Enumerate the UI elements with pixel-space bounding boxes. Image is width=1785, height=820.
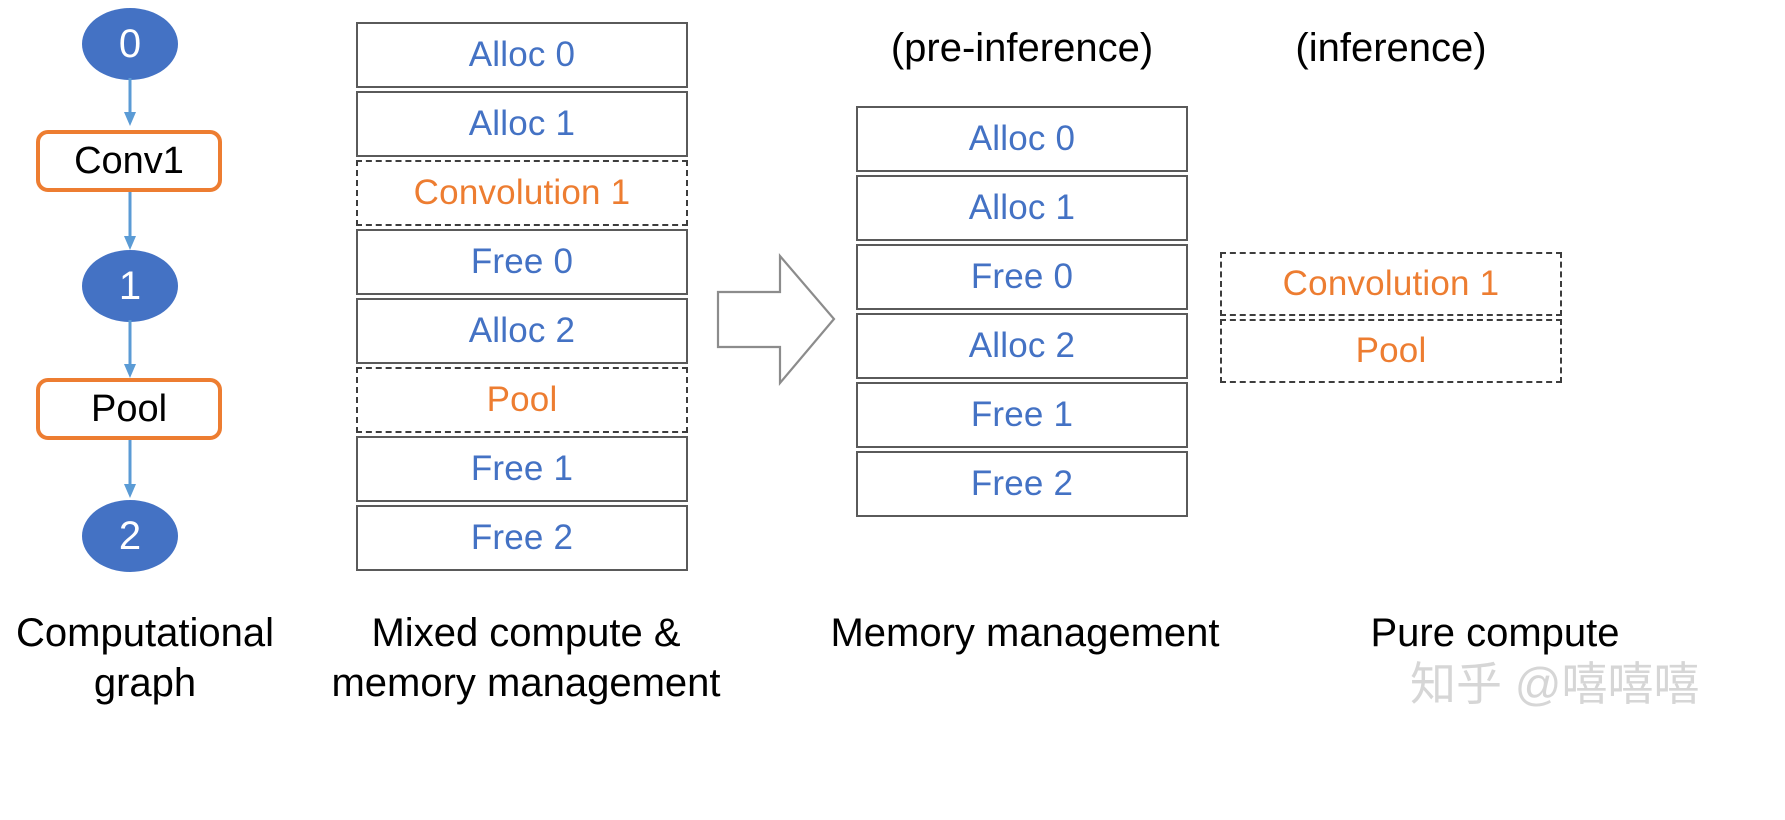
- graph-edge-1-to-pool: [122, 320, 138, 378]
- step-label: Convolution 1: [413, 173, 631, 212]
- down-arrow-icon: [124, 78, 136, 126]
- step-label: Alloc 2: [968, 326, 1076, 365]
- transform-arrow: [716, 252, 836, 387]
- step-label: Pool: [486, 380, 558, 419]
- graph-edge-pool-to-2: [122, 440, 138, 498]
- inference-heading: (inference): [1295, 26, 1487, 70]
- step-label: Free 0: [470, 242, 574, 281]
- caption-mixed-compute-memory: Mixed compute &memory management: [331, 611, 721, 705]
- step-item: Free 2: [856, 451, 1188, 517]
- step-item: Alloc 1: [856, 175, 1188, 241]
- step-item: Pool: [356, 367, 688, 433]
- step-label: Alloc 1: [968, 188, 1076, 227]
- graph-node-label: Pool: [90, 387, 168, 430]
- step-item: Free 0: [356, 229, 688, 295]
- step-item: Alloc 2: [856, 313, 1188, 379]
- graph-node-label: Conv1: [74, 139, 184, 182]
- step-label: Alloc 0: [968, 119, 1076, 158]
- graph-edge-conv1-to-1: [122, 192, 138, 250]
- step-label: Free 1: [470, 449, 574, 488]
- pre-inference-heading: (pre-inference): [890, 26, 1154, 70]
- step-item: Convolution 1: [1220, 252, 1562, 316]
- step-label: Free 2: [470, 518, 574, 557]
- right-block-arrow-icon: [716, 253, 836, 387]
- graph-node-tensor-1: 1: [82, 250, 178, 322]
- down-arrow-icon: [124, 192, 136, 250]
- step-item: Free 0: [856, 244, 1188, 310]
- inference-column: Convolution 1 Pool: [1220, 252, 1562, 386]
- mixed-schedule-column: Alloc 0 Alloc 1 Convolution 1 Free 0 All…: [356, 22, 688, 574]
- step-label: Free 0: [970, 257, 1074, 296]
- caption-pure-compute: Pure compute: [1370, 611, 1620, 655]
- step-item: Alloc 0: [356, 22, 688, 88]
- graph-node-label: 0: [118, 22, 142, 66]
- step-item: Pool: [1220, 319, 1562, 383]
- step-label: Free 1: [970, 395, 1074, 434]
- graph-node-op-pool: Pool: [36, 378, 222, 440]
- step-label: Free 2: [970, 464, 1074, 503]
- graph-node-tensor-0: 0: [82, 8, 178, 80]
- step-item: Convolution 1: [356, 160, 688, 226]
- graph-node-label: 2: [118, 514, 142, 558]
- step-item: Alloc 2: [356, 298, 688, 364]
- graph-edge-0-to-conv1: [122, 78, 138, 126]
- down-arrow-icon: [124, 440, 136, 498]
- step-label: Alloc 0: [468, 35, 576, 74]
- step-item: Free 1: [356, 436, 688, 502]
- computational-graph: 0 Conv1 1 Pool: [0, 0, 300, 600]
- step-label: Convolution 1: [1282, 264, 1500, 303]
- step-item: Free 1: [856, 382, 1188, 448]
- step-item: Alloc 0: [856, 106, 1188, 172]
- graph-node-label: 1: [118, 264, 142, 308]
- graph-node-tensor-2: 2: [82, 500, 178, 572]
- step-item: Free 2: [356, 505, 688, 571]
- step-item: Alloc 1: [356, 91, 688, 157]
- down-arrow-icon: [124, 320, 136, 378]
- step-label: Pool: [1355, 331, 1427, 370]
- step-label: Alloc 2: [468, 311, 576, 350]
- graph-node-op-conv1: Conv1: [36, 130, 222, 192]
- pre-inference-column: Alloc 0 Alloc 1 Free 0 Alloc 2 Free 1 Fr…: [856, 106, 1188, 520]
- caption-memory-management: Memory management: [830, 611, 1220, 655]
- step-label: Alloc 1: [468, 104, 576, 143]
